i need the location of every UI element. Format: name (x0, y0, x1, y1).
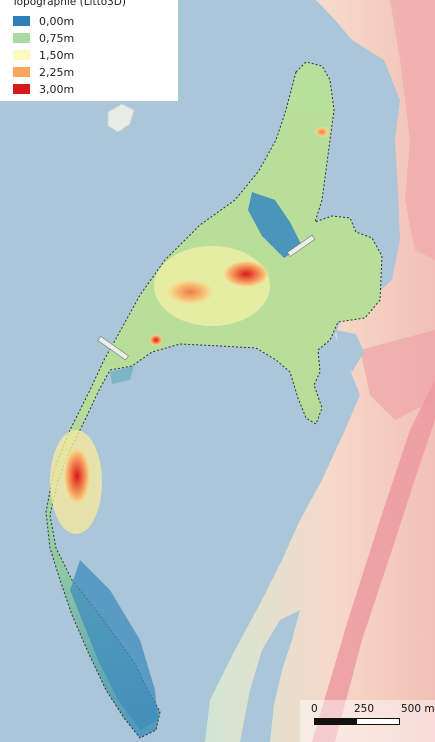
hill-east (222, 260, 270, 288)
hill-west (63, 446, 91, 506)
hill-small (149, 334, 163, 346)
scale-tick-500: 500 m (401, 703, 435, 715)
legend-swatch (13, 84, 30, 94)
harbor-basins (240, 610, 300, 742)
hill-north (314, 126, 330, 138)
hill-central (164, 278, 216, 306)
legend-label: 0,75m (39, 31, 75, 45)
legend-label: 3,00m (39, 82, 75, 96)
legend-item-0: 0,00m (13, 14, 74, 28)
legend-label: 0,00m (39, 14, 75, 28)
low-zone-central (248, 192, 302, 258)
scale-bar: 0 250 500 m (300, 700, 435, 742)
legend-swatch (13, 67, 30, 77)
legend-label: 1,50m (39, 48, 75, 62)
small-island (107, 103, 135, 133)
bridge-east (286, 234, 316, 257)
road-strip (312, 380, 435, 742)
legend-label: 2,25m (39, 65, 75, 79)
east-channel (336, 330, 364, 372)
scale-tick-250: 250 (354, 703, 375, 715)
low-zone-south (70, 560, 158, 730)
legend-item-4: 3,00m (13, 82, 74, 96)
legend: Topographie (Litto3D) 0,00m 0,75m 1,50m … (0, 0, 178, 101)
bridge-west (97, 335, 129, 361)
low-zone-shore (110, 366, 134, 384)
legend-item-3: 2,25m (13, 65, 74, 79)
scale-segment-white (356, 718, 400, 725)
urban-pink-patch (360, 330, 435, 420)
legend-swatch (13, 16, 30, 26)
legend-item-1: 0,75m (13, 31, 74, 45)
north-pink-area (390, 0, 435, 260)
legend-swatch (13, 50, 30, 60)
legend-item-2: 1,50m (13, 48, 74, 62)
scale-tick-0: 0 (311, 703, 318, 715)
legend-title: Topographie (Litto3D) (12, 0, 126, 8)
scale-segment-black (314, 718, 356, 725)
legend-swatch (13, 33, 30, 43)
main-island (45, 61, 383, 739)
